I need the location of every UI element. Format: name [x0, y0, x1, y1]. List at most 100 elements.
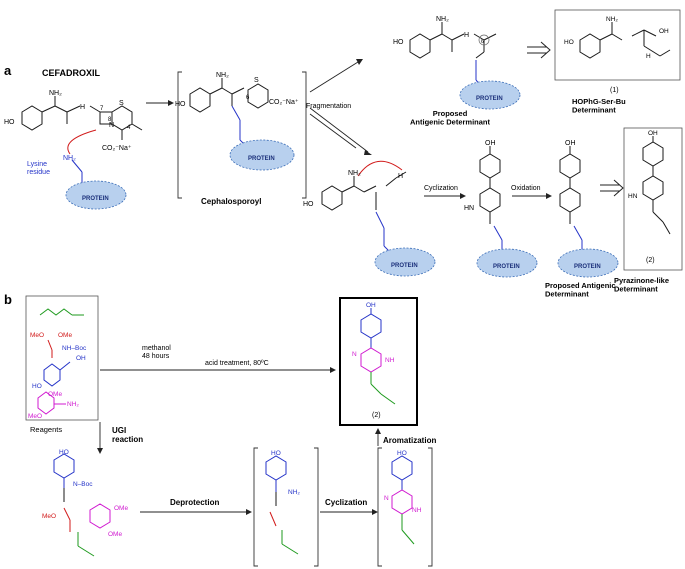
- ho-label: HO: [393, 39, 404, 46]
- protein-blob-5: [476, 248, 538, 278]
- lysine-nh2: NH₂: [63, 155, 76, 162]
- panel-a-label: a: [4, 63, 12, 78]
- oh-label: OH: [485, 140, 496, 147]
- cyclized-b-structure: HO NH N: [384, 450, 422, 545]
- fragmentation-label: Fragmentation: [306, 103, 351, 110]
- protein-label-1: PROTEIN: [82, 196, 109, 202]
- protein-blob-3: [459, 80, 521, 110]
- highlight-circle: [478, 34, 490, 46]
- bracket-left-2: [253, 447, 258, 567]
- ho-label: HO: [271, 450, 281, 457]
- arrowhead: [168, 100, 174, 106]
- compound1-structure: HO NH₂ OH H: [564, 16, 671, 60]
- protein-label-2: PROTEIN: [248, 156, 275, 162]
- nh-boc-label: NH–Boc: [62, 345, 87, 352]
- arrow-down-2: [309, 113, 357, 149]
- ho-label: HO: [175, 101, 186, 108]
- nh2-label: NH₂: [348, 170, 361, 177]
- compound1-box: [554, 9, 681, 81]
- compound2-structure-top: OH HN: [628, 130, 671, 235]
- bracket-left-3: [377, 447, 382, 567]
- nh2-label: NH₂: [436, 16, 449, 23]
- ho-label: HO: [59, 449, 69, 456]
- nh-label: NH: [385, 357, 395, 364]
- meo-label: MeO: [42, 513, 56, 520]
- compound2-label-top: (2): [646, 257, 655, 264]
- protein-blob-2: [229, 139, 295, 171]
- implies-arrow-2: [600, 179, 624, 197]
- oh-label: OH: [648, 130, 658, 137]
- cyclization-label: Cyclization: [424, 185, 458, 192]
- fragment-intermediate-structure: HO NH₂ H PROTEIN: [303, 160, 436, 277]
- deprotected-structure: HO NH₂: [265, 450, 300, 555]
- compound1-label: (1): [610, 87, 619, 94]
- reagents-box: [25, 295, 99, 421]
- n-label: N: [109, 122, 114, 129]
- hn-label: HN: [628, 193, 638, 200]
- num8-label: 8: [108, 117, 112, 123]
- oh-label: OH: [565, 140, 576, 147]
- nh2-label: NH₂: [606, 16, 618, 23]
- nh-label: NH: [412, 507, 422, 514]
- num6-label: 6: [481, 39, 484, 45]
- reagents-structures: MeO OMe NH–Boc OH HO OMe NH₂ MeO: [28, 308, 87, 420]
- n-label: N: [352, 351, 357, 358]
- h-label: H: [398, 173, 403, 180]
- compound2-label-bottom: (2): [372, 412, 381, 419]
- protein-blob-6: [557, 248, 619, 278]
- ho-label: HO: [564, 39, 574, 46]
- top-product-structure: HO NH₂ H 6 PROTEIN: [393, 16, 521, 110]
- compound2-box-bottom: [339, 297, 418, 426]
- arrow-down-1: [309, 107, 369, 153]
- deprotection-label: Deprotection: [170, 498, 219, 507]
- aromatization-label: Aromatization: [383, 436, 436, 445]
- ho-label: HO: [4, 119, 15, 126]
- n-boc-label: N–Boc: [73, 481, 93, 488]
- oh-label: OH: [366, 302, 376, 309]
- cyclized-structure: OH HN PROTEIN: [464, 140, 538, 278]
- oxidation-label: Oxidation: [511, 185, 541, 192]
- cefadroxil-title: CEFADROXIL: [42, 68, 101, 78]
- ho-label: HO: [303, 201, 314, 208]
- bracket-right: [302, 71, 307, 199]
- oxidized-structure: OH PROTEIN: [557, 140, 619, 278]
- oh-label: OH: [76, 355, 86, 362]
- meo-label: MeO: [30, 332, 44, 339]
- arrow-up: [309, 61, 359, 93]
- s-label: S: [254, 77, 259, 84]
- co2na-label: CO₂⁻Na⁺: [269, 99, 299, 106]
- bracket-left: [177, 71, 182, 199]
- ugi-product-structure: HO N–Boc OMe OMe MeO: [42, 449, 128, 557]
- num6-label: 6: [246, 95, 250, 101]
- compound2-structure-bottom: OH NH N: [352, 302, 396, 405]
- bracket-right-2: [314, 447, 319, 567]
- h-label: H: [464, 32, 469, 39]
- ome-label-2: OMe: [108, 531, 122, 538]
- nh2-label: NH₂: [49, 90, 62, 97]
- panel-b-label: b: [4, 292, 12, 307]
- h-label: H: [646, 53, 651, 60]
- hn-label: HN: [464, 205, 474, 212]
- protein-label-5: PROTEIN: [493, 264, 520, 270]
- ome-label-2: OMe: [48, 391, 62, 398]
- oh-label: OH: [659, 28, 669, 35]
- hn-label: H: [80, 104, 85, 111]
- co2na-label: CO₂⁻Na⁺: [102, 145, 132, 152]
- ho-label: HO: [32, 383, 42, 390]
- protein-label-3: PROTEIN: [476, 96, 503, 102]
- cyclization-b-label: Cyclization: [325, 498, 367, 507]
- acid-label: acid treatment, 80ºC: [205, 360, 269, 367]
- nh2-label: NH₂: [67, 401, 79, 408]
- protein-blob-4: [374, 247, 436, 277]
- num7-label: 7: [100, 106, 104, 112]
- reagents-label: Reagents: [30, 425, 62, 434]
- compound2-box-top: [623, 127, 683, 271]
- protein-blob-1: [65, 180, 127, 210]
- num4-label: 4: [127, 125, 131, 131]
